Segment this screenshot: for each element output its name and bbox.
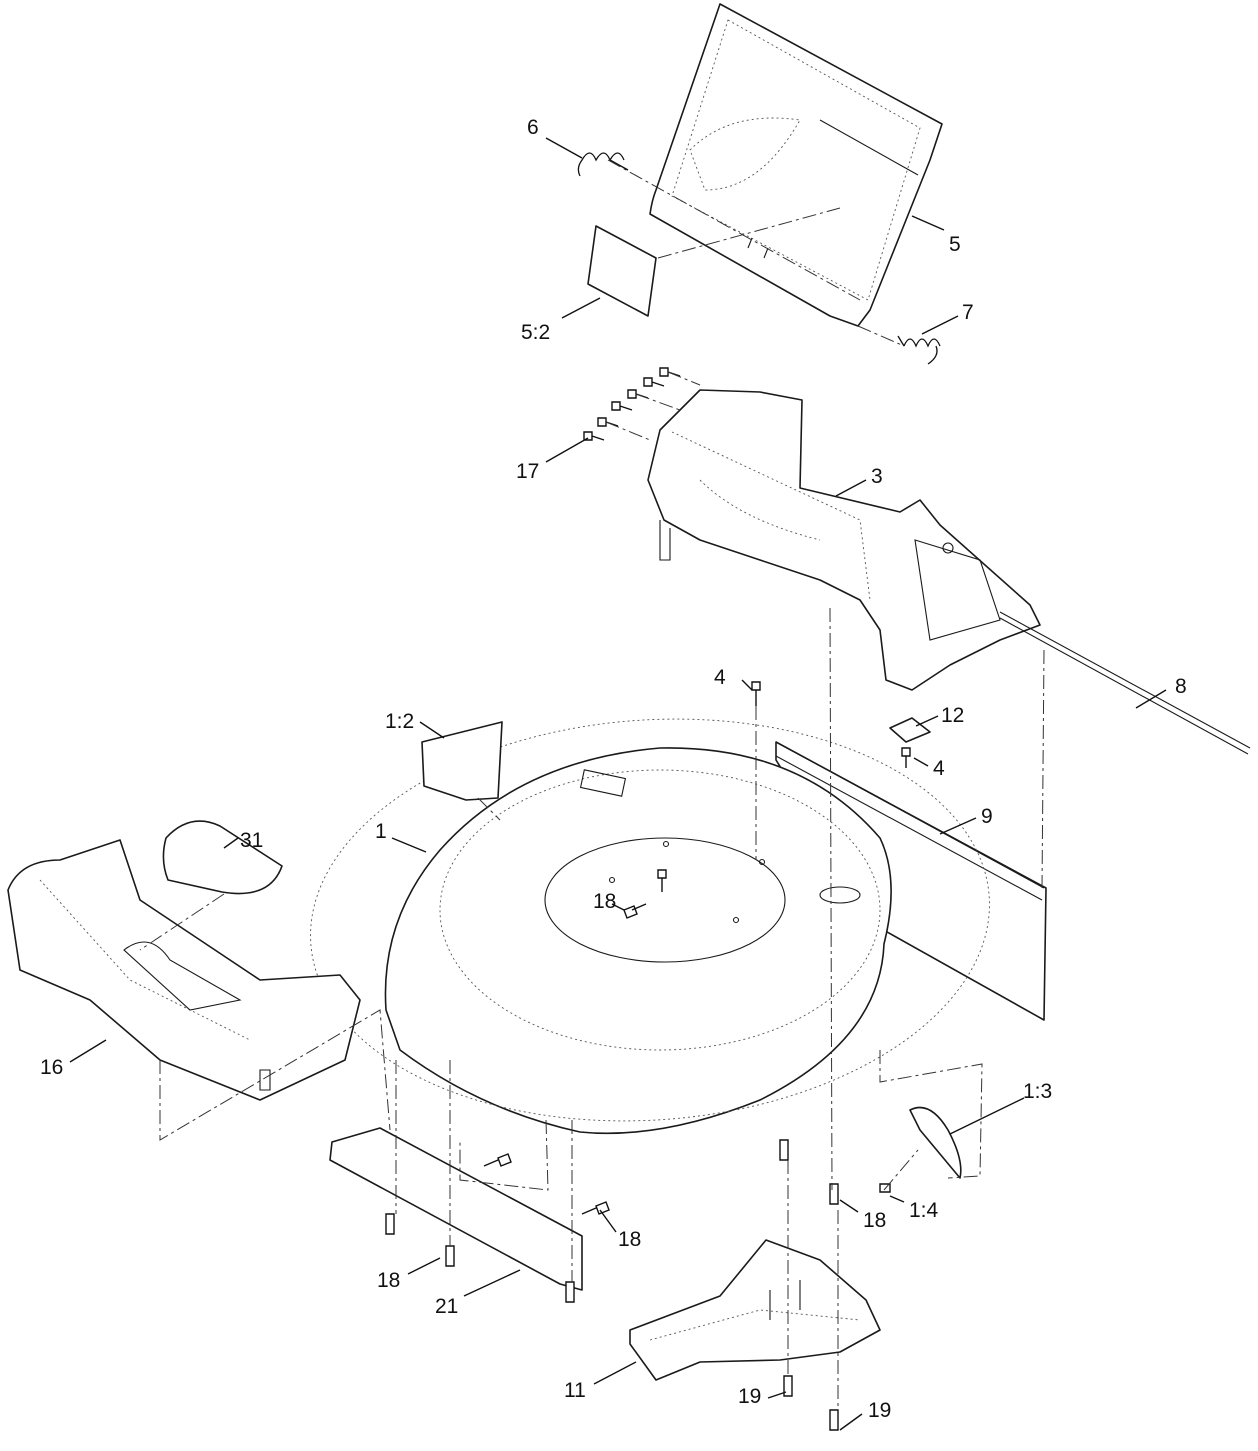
callout-labels: 6 5 5:2 7 17 3 4 12 8 1:2 4 9 1 31 18 16…	[40, 116, 1187, 1422]
callout-1-3: 1:3	[1023, 1080, 1052, 1103]
callout-7: 7	[962, 301, 974, 324]
decal-31-part	[162, 820, 283, 895]
callout-5-2: 5:2	[521, 321, 550, 344]
callout-1-4: 1:4	[909, 1199, 939, 1222]
spring-6-part	[577, 152, 629, 177]
callout-leaders	[69, 137, 1167, 1431]
rear-door-part	[649, 3, 943, 327]
side-discharge-chute-part	[7, 839, 361, 1101]
callout-19-left: 19	[738, 1385, 761, 1408]
door-decal-part	[587, 225, 657, 317]
rear-frame-part	[647, 389, 1041, 691]
rear-axle-rod-part	[999, 611, 1251, 755]
callout-12: 12	[941, 704, 964, 727]
callout-4-lower: 4	[933, 757, 945, 780]
callout-3: 3	[871, 465, 883, 488]
callout-18-center: 18	[593, 890, 616, 913]
callout-16: 16	[40, 1056, 63, 1079]
callout-18-left: 18	[377, 1269, 400, 1292]
bolt-4-lower-part	[901, 747, 911, 768]
callout-1: 1	[375, 820, 387, 843]
callout-5: 5	[949, 233, 961, 256]
callout-21: 21	[435, 1295, 458, 1318]
callout-9: 9	[981, 805, 993, 828]
callout-8: 8	[1175, 675, 1187, 698]
spring-7-part	[897, 335, 941, 365]
callout-1-2: 1:2	[385, 710, 414, 733]
callout-17: 17	[516, 460, 539, 483]
baffle-11-part	[629, 1239, 881, 1381]
callout-6: 6	[527, 116, 539, 139]
callout-18-plate: 18	[618, 1228, 641, 1251]
mower-deck-part	[310, 718, 990, 1135]
plate-21-part	[329, 1127, 583, 1291]
callout-31: 31	[240, 829, 263, 852]
assembly-lines	[139, 159, 1045, 1410]
deck-decal-1-2-part	[421, 721, 503, 801]
callout-11: 11	[564, 1379, 586, 1402]
bolt-18-group	[385, 869, 839, 1303]
bolt-19-group	[783, 1375, 839, 1431]
deck-part-1-3	[909, 1106, 962, 1179]
bolt-4-upper-part	[751, 681, 761, 706]
callout-18-right: 18	[863, 1209, 886, 1232]
bracket-12-part	[889, 717, 931, 743]
callout-19-right: 19	[868, 1399, 891, 1422]
callout-4-upper: 4	[714, 666, 726, 689]
